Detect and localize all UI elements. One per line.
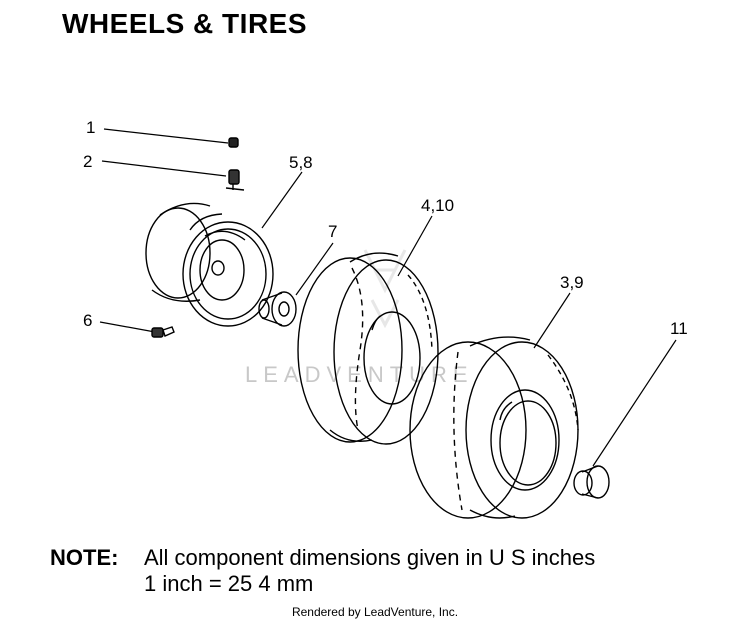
note-label: NOTE: [50,545,119,570]
callout-2: 2 [83,152,92,171]
callout-5-8: 5,8 [289,153,313,172]
callout-6: 6 [83,311,92,330]
watermark-text: LEADVENTURE [245,362,474,387]
callout-11: 11 [670,319,688,338]
callout-4-10: 4,10 [421,196,454,215]
hub-cap-icon [573,465,610,499]
note-text-1: All component dimensions given in U S in… [144,545,596,570]
wheel-rim-icon [145,202,274,327]
footer-credit: Rendered by LeadVenture, Inc. [291,605,459,619]
callout-7: 7 [328,222,337,241]
callout-3-9: 3,9 [560,273,584,292]
front-tire-icon [297,252,439,445]
bushing-icon [258,291,297,327]
note-block: NOTE: All component dimensions given in U… [50,545,595,597]
leader-lines [99,128,677,467]
note-text-2: 1 inch = 25 4 mm [144,571,314,596]
valve-stem-icon [225,169,245,191]
note-line-1: NOTE: All component dimensions given in U… [50,545,595,571]
lug-bolt-icon [151,326,175,338]
page-title: WHEELS & TIRES [62,8,308,39]
rear-tire-icon [409,336,579,519]
callout-1: 1 [86,118,95,137]
valve-cap-icon [228,137,239,148]
